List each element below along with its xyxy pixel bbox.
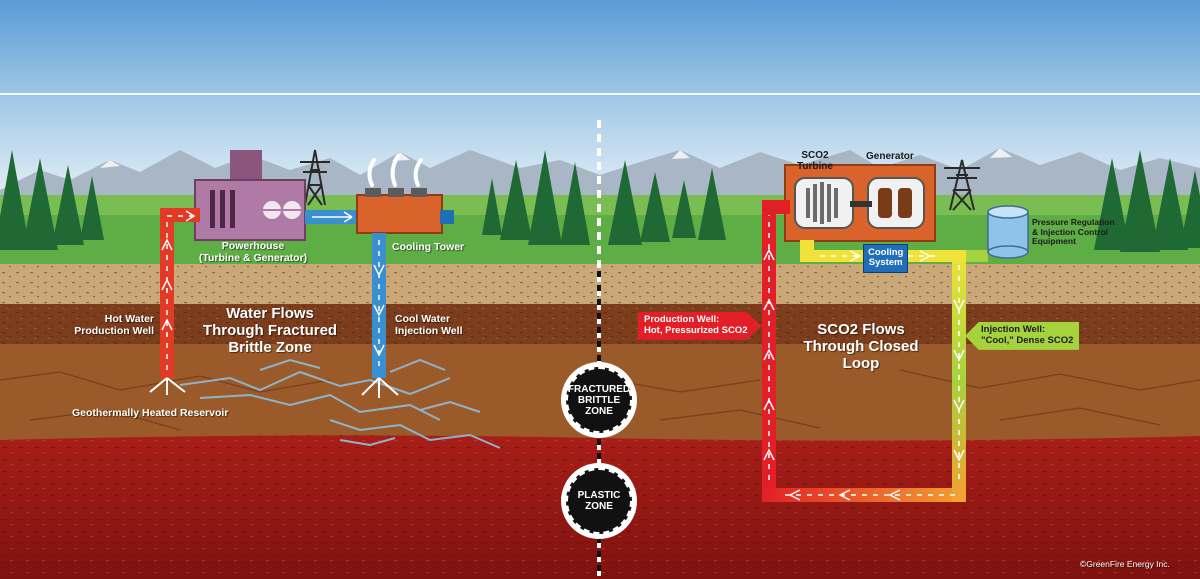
fracture-network: [179, 358, 501, 449]
pressure-tank: [987, 205, 1029, 259]
injection-well-tag: Injection Well: "Cool," Dense SCO2: [965, 322, 1080, 350]
generator-label: Generator: [866, 151, 914, 162]
turbine-blades: [806, 182, 838, 224]
loop-flow-arrows: [763, 215, 965, 501]
turbine-generator-housing: [784, 164, 936, 242]
fractured-brittle-zone-badge: FRACTURED BRITTLE ZONE: [561, 362, 637, 438]
powerhouse-building: [194, 150, 306, 241]
tree-cluster-right: [1094, 150, 1200, 252]
cool-water-injection-well-label: Cool Water Injection Well: [395, 313, 463, 337]
reservoir-label: Geothermally Heated Reservoir: [72, 407, 229, 419]
water-flow-title: Water Flows Through Fractured Brittle Zo…: [202, 305, 338, 356]
production-well-tag: Production Well: Hot, Pressurized SCO2: [638, 312, 762, 340]
sco2-flow-title: SCO2 Flows Through Closed Loop: [803, 321, 919, 372]
sco2-turbine-label: SCO2 Turbine: [797, 150, 833, 173]
plastic-zone-label: PLASTIC ZONE: [566, 468, 632, 534]
cool-water-pipe: [372, 233, 386, 378]
hot-water-production-well-label: Hot Water Production Well: [74, 313, 154, 337]
horizon-line: [0, 93, 1200, 95]
tree-cluster-center: [482, 150, 726, 245]
powerhouse-to-tower-pipe: [305, 210, 357, 224]
pressure-regulation-label: Pressure Regulation & Injection Control …: [1032, 217, 1115, 247]
copyright-label: ©GreenFire Energy Inc.: [1080, 559, 1170, 569]
transmission-tower-left: [300, 149, 330, 206]
transmission-tower-right: [944, 159, 980, 211]
cooling-tower-label: Cooling Tower: [392, 241, 465, 253]
cooling-tower-building: [356, 154, 454, 234]
fractured-brittle-zone-label: FRACTURED BRITTLE ZONE: [566, 367, 632, 433]
powerhouse-label: Powerhouse (Turbine & Generator): [198, 240, 308, 264]
tree-cluster-left: [0, 150, 104, 250]
plastic-zone-badge: PLASTIC ZONE: [561, 463, 637, 539]
cooling-system-box: Cooling System: [863, 244, 909, 273]
generator-core: [878, 188, 912, 218]
hot-water-pipe: [160, 208, 200, 378]
reservoir-arrows: [149, 377, 399, 398]
